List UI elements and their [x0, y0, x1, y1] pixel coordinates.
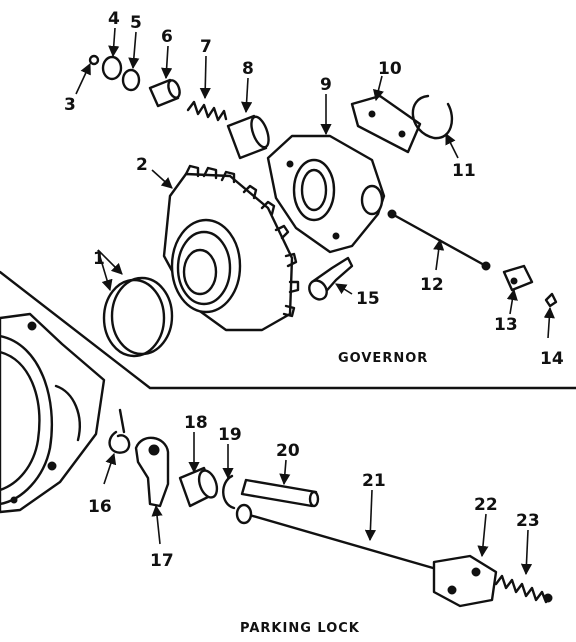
- leader-lines: [75, 27, 555, 576]
- part-14-clip: [544, 292, 558, 308]
- callout-20: 20: [276, 441, 300, 461]
- part-19-clip-ring: [222, 474, 236, 510]
- callout-18: 18: [184, 413, 208, 433]
- part-7-spring: [186, 100, 228, 122]
- callout-19: 19: [218, 425, 242, 445]
- part-4-snap-ring: [101, 55, 123, 81]
- callout-6: 6: [161, 27, 173, 47]
- part-10-gasket: [350, 94, 422, 154]
- callout-2: 2: [136, 155, 148, 175]
- callout-5: 5: [130, 13, 142, 33]
- part-12-rod: [387, 209, 491, 271]
- transmission-case: [0, 312, 106, 514]
- part-5-snap-ring: [121, 68, 141, 92]
- part-13-fitting: [502, 264, 534, 292]
- callout-8: 8: [242, 59, 254, 79]
- callout-16: 16: [88, 497, 112, 517]
- callout-10: 10: [378, 59, 402, 79]
- part-8-weight: [226, 114, 270, 160]
- callout-13: 13: [494, 315, 518, 335]
- part-2-governor-support: [162, 164, 300, 332]
- callout-21: 21: [362, 471, 386, 491]
- part-22-bracket: [432, 554, 498, 608]
- part-17-pawl: [134, 436, 170, 508]
- part-6-valve: [148, 78, 181, 108]
- callout-15: 15: [356, 289, 380, 309]
- part-3-pin: [88, 54, 100, 66]
- part-16-spring: [108, 408, 131, 454]
- section-divider-line: [0, 270, 576, 390]
- callout-1: 1: [93, 249, 105, 269]
- callout-11: 11: [452, 161, 476, 181]
- part-15-bolt: [308, 256, 354, 301]
- callout-12: 12: [420, 275, 444, 295]
- callout-3: 3: [64, 95, 76, 115]
- callout-17: 17: [150, 551, 174, 571]
- part-18-bushing: [178, 466, 219, 508]
- part-1-seal-rings: [102, 276, 174, 358]
- part-20-pin: [240, 478, 320, 508]
- callout-4: 4: [108, 9, 120, 29]
- callout-23: 23: [516, 511, 540, 531]
- section-label-parking-lock: PARKING LOCK: [240, 621, 360, 636]
- callout-22: 22: [474, 495, 498, 515]
- callout-7: 7: [200, 37, 212, 57]
- section-label-governor: GOVERNOR: [338, 351, 428, 366]
- part-9-governor-body: [266, 134, 386, 254]
- part-11-retaining-ring: [411, 94, 454, 140]
- part-21-actuator-rod: [235, 503, 442, 572]
- part-23-spring: [494, 574, 553, 604]
- callout-14: 14: [540, 349, 564, 369]
- callout-9: 9: [320, 75, 332, 95]
